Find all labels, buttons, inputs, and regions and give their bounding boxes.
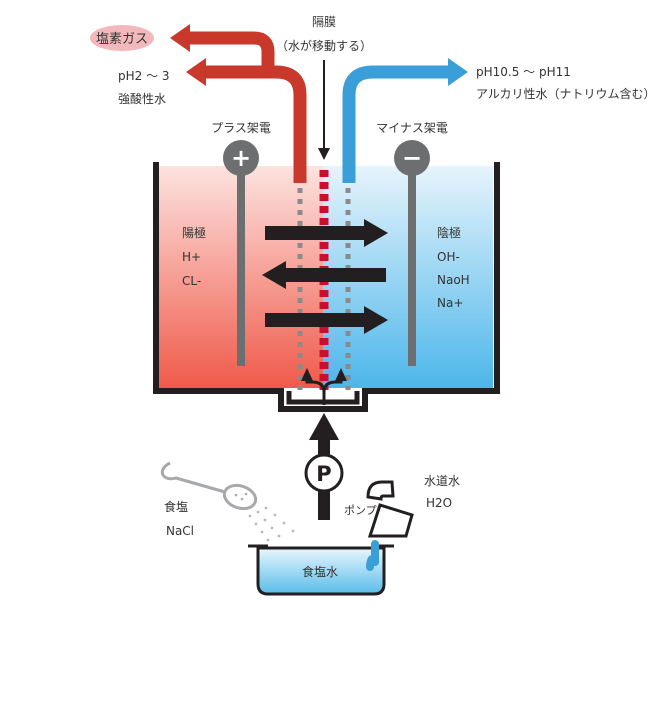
chlorine-gas-arrowhead (170, 24, 190, 52)
minus-electrode-head (394, 140, 430, 176)
chlorine-gas-bubble (90, 25, 154, 51)
alkali-water-label: アルカリ性水（ナトリウム含む） (476, 86, 656, 101)
h2o-label: H2O (426, 496, 452, 510)
cathode-ion-naoh: NaoH (437, 273, 470, 287)
water-drop-icon (366, 555, 374, 571)
acid-water-label: 強酸性水 (118, 91, 166, 106)
feed-arrowhead (309, 413, 339, 440)
chlorine-gas-label: 塩素ガス (96, 32, 148, 47)
plus-electrode-head (223, 140, 259, 176)
salt-label: 食塩 (164, 499, 188, 514)
salt-water-bowl (256, 546, 386, 596)
inflow-split-left-head (301, 368, 313, 381)
alkali-water-arrowhead (448, 58, 468, 86)
anode-ion-cl: CL- (182, 274, 201, 288)
plus-electrode-label: プラス架電 (211, 121, 271, 135)
minus-symbol: − (402, 144, 422, 172)
anode-ion-h: H+ (182, 250, 201, 264)
ion-arrows (262, 219, 388, 334)
anode-label: 陽極 (182, 225, 206, 240)
ion-arrow-right-1-head (364, 219, 388, 247)
alkali-ph-label: pH10.5 ～ pH11 (476, 65, 571, 79)
membrane-note: （水が移動する） (276, 38, 372, 53)
alkali-water-pipe (342, 65, 450, 183)
ion-arrow-left-head (262, 261, 286, 289)
membrane-label: 隔膜 (312, 15, 336, 29)
pump-letter: P (316, 462, 331, 486)
ion-arrow-right-1-shaft (265, 226, 365, 240)
cathode-label: 陰極 (437, 225, 461, 240)
faucet-body (367, 503, 414, 538)
spoon-icon (160, 461, 258, 511)
salt-water-label: 食塩水 (302, 564, 338, 579)
acid-ph-label: pH2 ～ 3 (118, 69, 170, 83)
faucet-icon (366, 480, 395, 501)
ion-arrow-right-2-head (364, 306, 388, 334)
ion-arrow-left-shaft (282, 268, 386, 282)
pump-label: ポンプ (344, 504, 377, 517)
pump-icon (304, 453, 344, 493)
plus-symbol: + (231, 144, 251, 172)
inflow-split-right (322, 380, 343, 393)
acid-water-pipe (200, 65, 307, 183)
minus-electrode-label: マイナス架電 (376, 121, 448, 135)
cathode-ion-na: Na+ (437, 296, 463, 310)
inflow-split-right-head (335, 368, 347, 381)
membrane-pointer-head (318, 148, 330, 160)
acid-water-arrowhead (186, 58, 206, 86)
tank-wall (153, 162, 500, 412)
cathode-ion-oh: OH- (437, 250, 460, 264)
nacl-label: NaCl (166, 524, 194, 538)
salt-stream (248, 506, 295, 542)
chlorine-gas-pipe (188, 31, 275, 72)
ion-arrow-right-2-shaft (265, 313, 365, 327)
tap-water-label: 水道水 (424, 474, 460, 488)
